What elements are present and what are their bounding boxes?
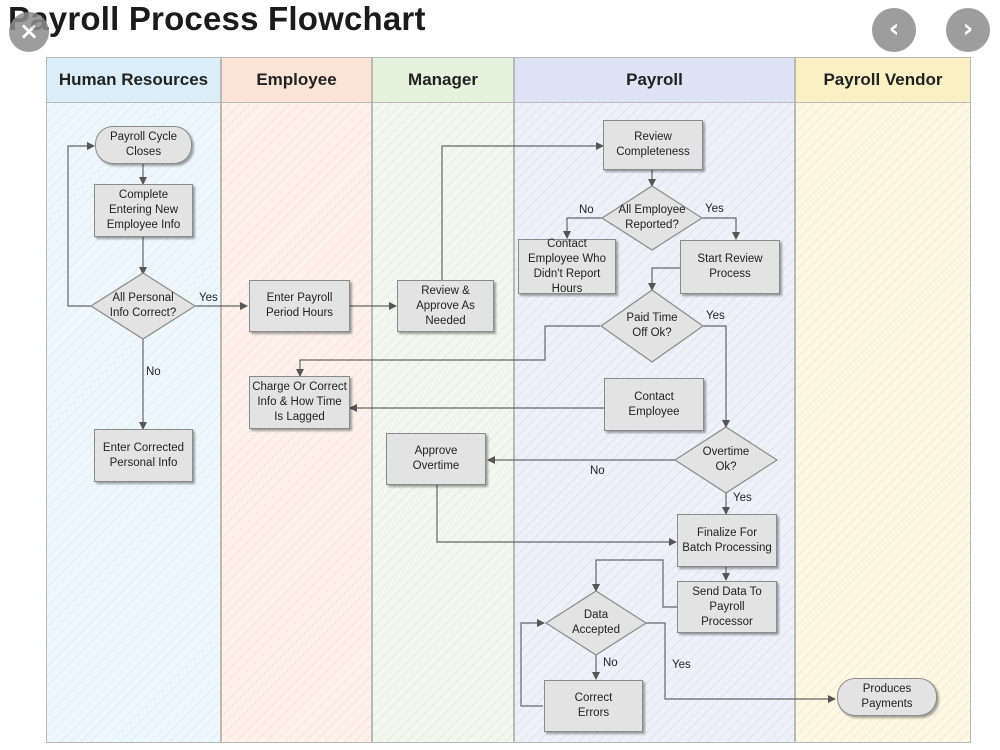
- edge-errors-loop: [520, 619, 545, 707]
- edge-approve-to-finalize: [436, 485, 677, 546]
- close-button[interactable]: ×: [9, 12, 49, 52]
- process-complete-entering: Complete Entering New Employee Info: [94, 184, 193, 237]
- lane-manager: Manager: [372, 57, 514, 743]
- edge-label-overtime-no: No: [590, 465, 605, 477]
- edge-loop-to-cycle: [67, 142, 95, 307]
- lane-header: Payroll Vendor: [796, 58, 970, 103]
- edge-label-pto-yes: Yes: [706, 310, 725, 322]
- start-terminal-cycle-closes: Payroll Cycle Closes: [95, 126, 192, 164]
- decision-pto-ok: [599, 289, 705, 363]
- edge-label-info-yes: Yes: [199, 292, 218, 304]
- decision-data-accepted: [544, 590, 648, 656]
- process-charge-correct: Charge Or Correct Info & How Time Is Lag…: [249, 376, 350, 429]
- decision-label-all-reported: All Employee Reported?: [618, 204, 686, 231]
- edge-pto-to-charge: [296, 325, 600, 377]
- process-review-completeness: Review Completeness: [603, 120, 703, 170]
- edge-reported-yes: [702, 217, 740, 240]
- lane-header: Manager: [373, 58, 513, 103]
- lane-header: Payroll: [515, 58, 794, 103]
- lane-header: Employee: [222, 58, 371, 103]
- decision-all-info-correct: [89, 272, 197, 340]
- decision-label-pto: Paid Time Off Ok?: [626, 312, 678, 339]
- edge-label-info-no: No: [146, 366, 161, 378]
- process-enter-hours: Enter Payroll Period Hours: [249, 280, 350, 332]
- edge-label-overtime-yes: Yes: [733, 492, 752, 504]
- edge-label-reported-no: No: [579, 204, 594, 216]
- page-title: Payroll Process Flowchart: [8, 0, 426, 37]
- process-enter-corrected: Enter Corrected Personal Info: [94, 429, 193, 482]
- edge-start-to-pto: [648, 267, 680, 291]
- edge-accepted-yes: [645, 622, 836, 703]
- decision-label-all-info: All Personal Info Correct?: [109, 292, 177, 319]
- edge-label-accepted-no: No: [603, 657, 618, 669]
- next-image-button[interactable]: ›: [946, 8, 990, 52]
- edge-review-to-completeness: [441, 142, 604, 280]
- decision-all-reported: [600, 185, 704, 251]
- process-approve-overtime: Approve Overtime: [386, 433, 486, 485]
- lane-payroll-vendor: Payroll Vendor: [795, 57, 971, 743]
- edge-label-accepted-yes: Yes: [672, 659, 691, 671]
- process-start-review: Start Review Process: [680, 240, 780, 294]
- decision-label-data-accepted: Data Accepted: [572, 609, 620, 636]
- edge-label-reported-yes: Yes: [705, 203, 724, 215]
- previous-image-button[interactable]: ‹: [872, 8, 916, 52]
- decision-label-overtime: Overtime Ok?: [702, 446, 750, 473]
- lane-header: Human Resources: [47, 58, 220, 103]
- process-correct-errors: Correct Errors: [544, 680, 643, 732]
- decision-overtime-ok: [673, 426, 779, 494]
- process-finalize: Finalize For Batch Processing: [677, 514, 777, 567]
- lane-body: [373, 103, 513, 742]
- edge-send-to-accepted: [592, 559, 677, 608]
- process-review-approve: Review & Approve As Needed: [397, 280, 494, 332]
- edge-pto-yes: [702, 325, 730, 428]
- process-send-data: Send Data To Payroll Processor: [677, 581, 777, 633]
- process-contact-missing: Contact Employee Who Didn't Report Hours: [518, 238, 616, 295]
- lane-body: [796, 103, 970, 742]
- edge-reported-no: [563, 217, 602, 239]
- end-terminal-produces-payments: Produces Payments: [837, 678, 937, 716]
- process-contact-employee: Contact Employee: [604, 378, 704, 431]
